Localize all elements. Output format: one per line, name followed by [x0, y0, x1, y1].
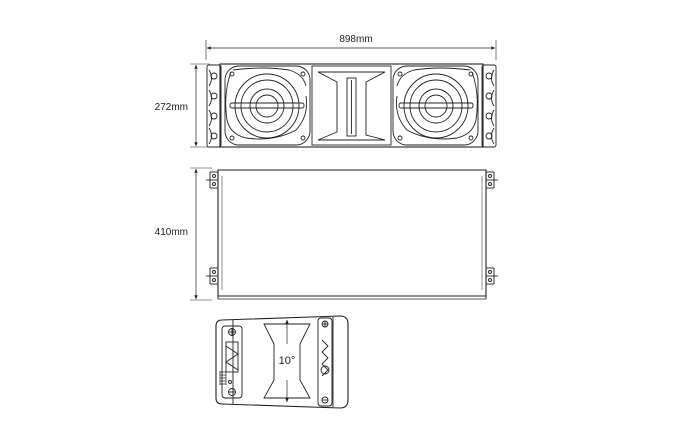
- height-label: 272mm: [155, 102, 188, 113]
- side-right-rigging: [317, 317, 333, 407]
- side-left-rigging: [219, 325, 243, 399]
- top-view: 410mm: [155, 167, 498, 301]
- angle-indicator: 10°: [263, 319, 311, 403]
- front-right-rigging: [481, 64, 497, 148]
- width-dimension: 898mm: [205, 34, 497, 60]
- right-woofer: [392, 65, 479, 146]
- depth-dimension: 410mm: [155, 167, 212, 301]
- side-hinge-ladder: [219, 371, 227, 385]
- top-left-hardware: [206, 171, 219, 285]
- center-horn: [311, 65, 392, 146]
- front-cabinet: [219, 63, 484, 148]
- side-cabinet: [215, 315, 349, 409]
- top-cabinet: [217, 169, 487, 297]
- depth-label: 410mm: [155, 227, 188, 238]
- front-left-rigging: [206, 64, 222, 148]
- top-right-hardware: [485, 171, 498, 285]
- angle-label: 10°: [279, 355, 296, 367]
- height-dimension: 272mm: [155, 63, 210, 148]
- left-woofer: [224, 65, 311, 146]
- front-view: 898mm 272mm: [155, 34, 497, 148]
- width-label: 898mm: [339, 34, 372, 45]
- side-view: 10°: [215, 315, 349, 409]
